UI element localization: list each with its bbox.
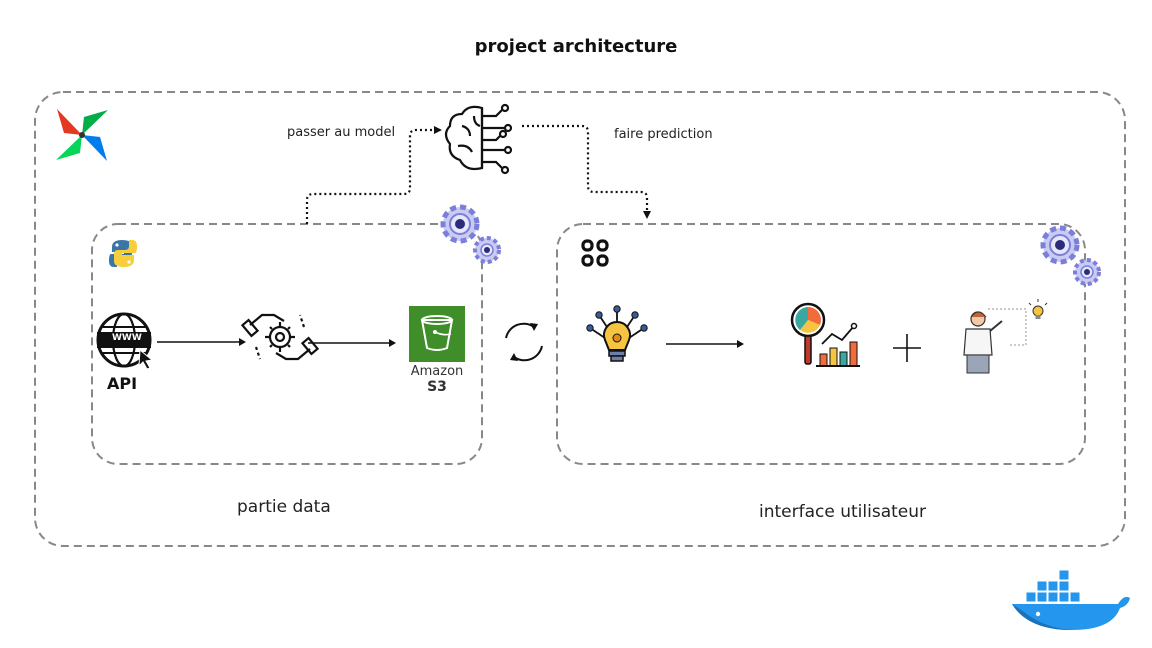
data-section-container xyxy=(91,223,483,465)
to-model-arrow xyxy=(305,128,434,224)
api-to-process-arrowhead xyxy=(239,338,246,346)
to-model-arrowhead xyxy=(434,126,442,134)
gear-icon xyxy=(473,236,501,264)
presenter-person-icon xyxy=(963,299,1048,374)
lightbulb-network-icon xyxy=(586,305,648,362)
prediction-label: faire prediction xyxy=(614,127,713,142)
prediction-arrow xyxy=(522,124,649,210)
amazon-s3-icon xyxy=(409,306,465,362)
cycle-arrows-icon xyxy=(505,322,543,362)
www-text: WWW xyxy=(112,333,142,343)
to-model-label: passer au model xyxy=(287,125,396,140)
handshake-gear-icon xyxy=(240,313,320,361)
python-logo-icon xyxy=(109,240,137,267)
gear-icon xyxy=(1073,258,1101,286)
docker-whale-icon xyxy=(1012,569,1130,630)
data-section-label: partie data xyxy=(237,497,331,517)
s3-brand-label: Amazon xyxy=(410,364,464,379)
streamlit-grid-icon xyxy=(581,239,609,267)
idea-to-analytics-arrowhead xyxy=(737,340,744,348)
www-globe-icon xyxy=(96,312,154,370)
analytics-chart-icon xyxy=(790,302,860,367)
ui-section-label: interface utilisateur xyxy=(759,502,926,522)
gear-icon xyxy=(440,204,480,244)
ui-section-container xyxy=(556,223,1086,465)
process-to-s3-arrowhead xyxy=(389,339,396,347)
gear-icon xyxy=(1040,225,1080,265)
brain-ai-icon xyxy=(444,103,513,175)
diagram-title: project architecture xyxy=(474,36,678,57)
prediction-arrowhead xyxy=(643,211,651,219)
api-label: API xyxy=(107,374,138,393)
plus-icon xyxy=(893,334,921,362)
airflow-logo-icon xyxy=(56,109,108,161)
s3-label: S3 xyxy=(427,379,447,395)
outer-container xyxy=(34,91,1126,547)
